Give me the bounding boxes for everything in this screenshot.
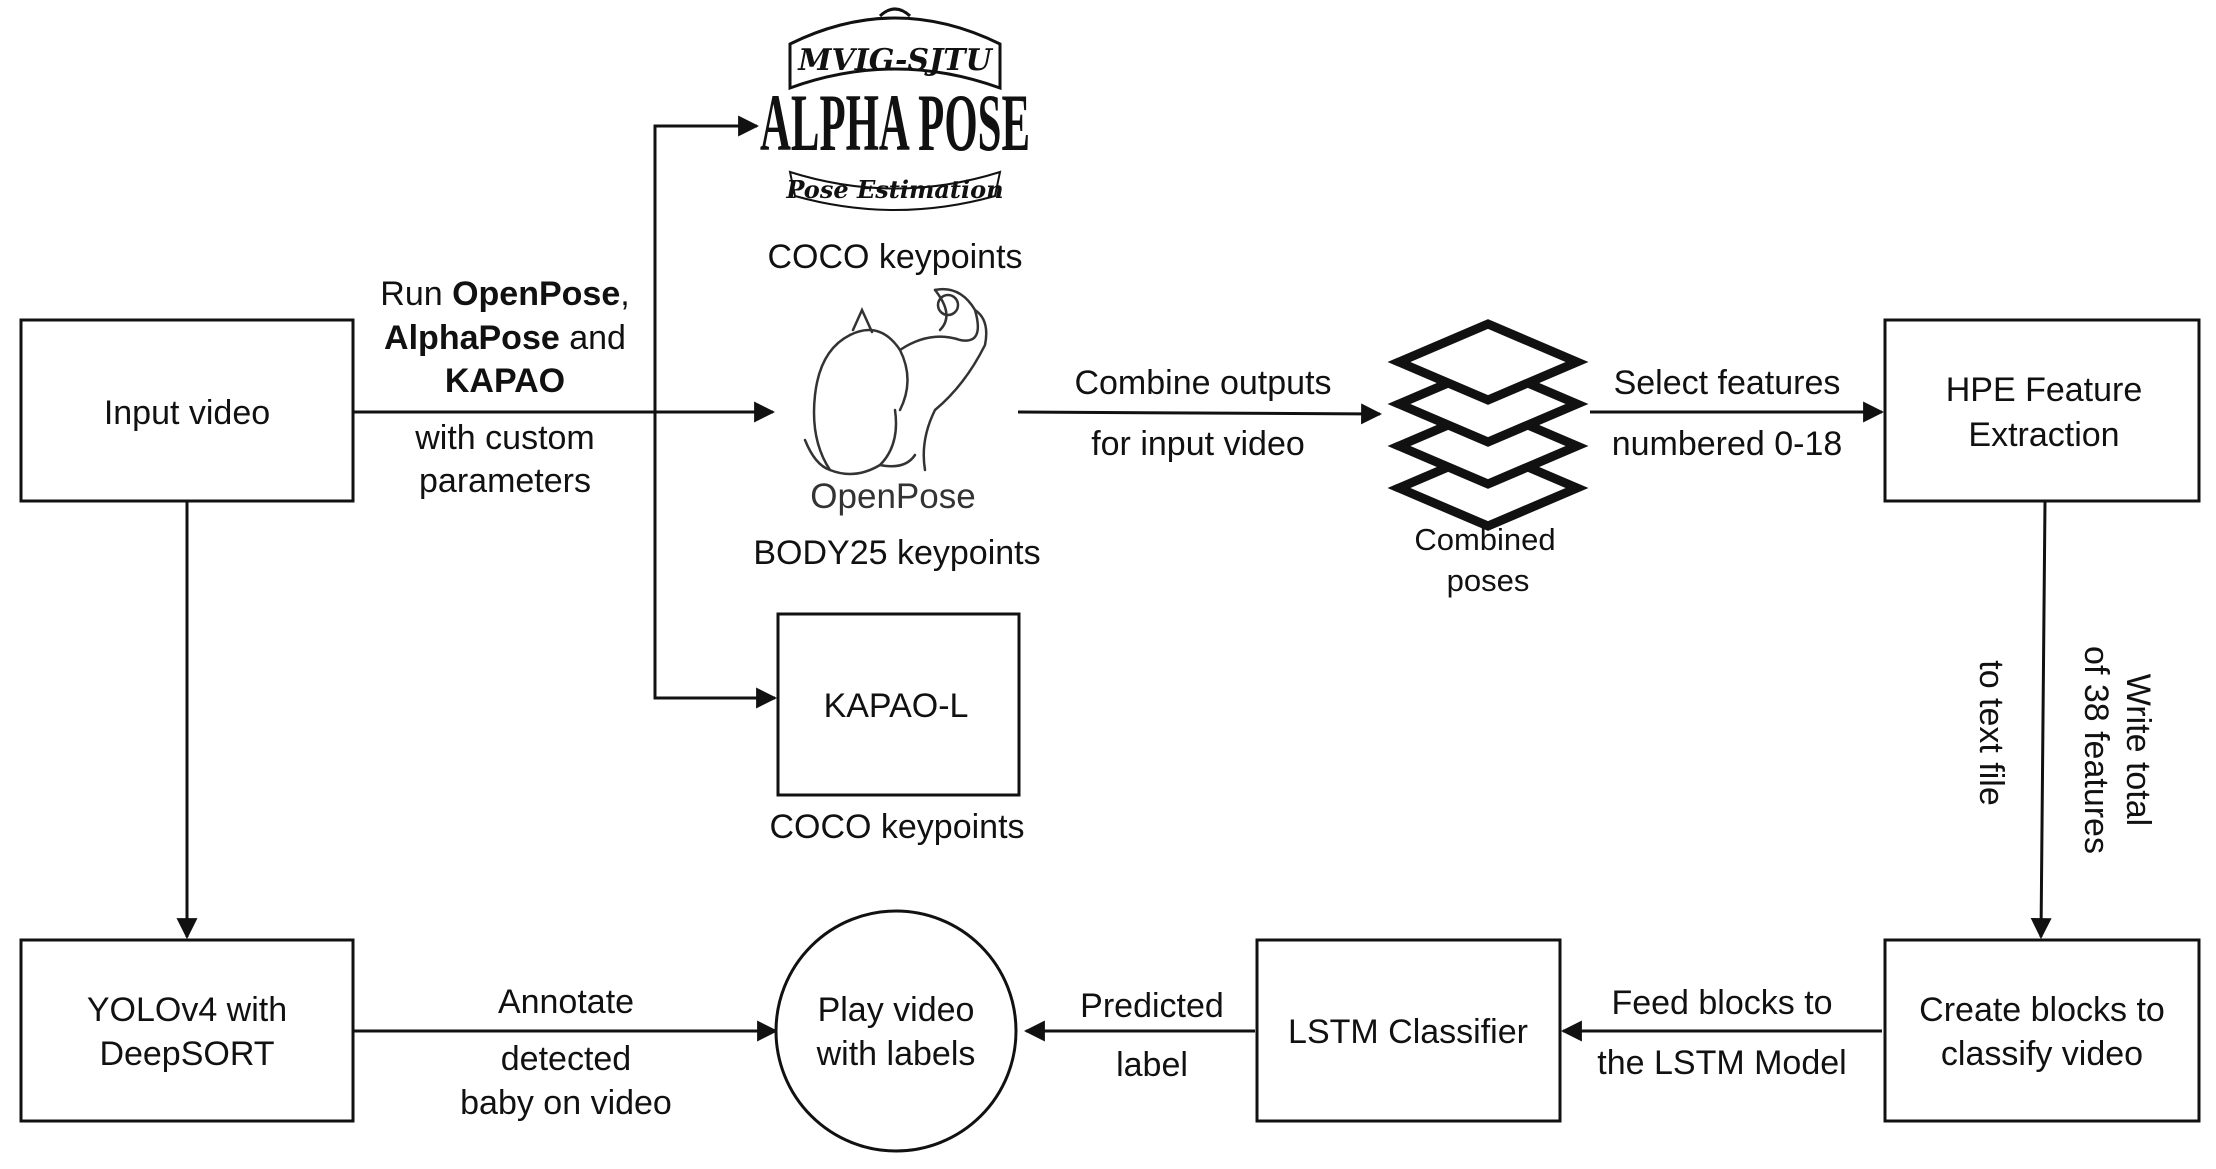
feed-label-line1: Feed blocks to (1611, 984, 1832, 1022)
combine-label-line2: for input video (1091, 425, 1305, 463)
edge-openpose-to-combined (1017, 403, 1383, 425)
alphapose-logo-top: MVIG-SJTU (797, 43, 993, 78)
create-blocks-line1: Create blocks to (1919, 991, 2165, 1029)
predicted-label-line2: label (1116, 1046, 1188, 1084)
run-label-and: and (560, 319, 626, 357)
hpe-line1: HPE Feature (1946, 371, 2143, 409)
node-yolo-deepsort[interactable]: YOLOv4 with DeepSORT (19, 938, 355, 1123)
edge-branch-to-kapao (653, 412, 778, 709)
run-label-alphapose: AlphaPose (384, 319, 560, 357)
feed-label: Feed blocks to the LSTM Model (1597, 984, 1846, 1082)
select-label-line2: numbered 0-18 (1612, 425, 1843, 463)
lstm-label: LSTM Classifier (1288, 1013, 1528, 1051)
write-label-line3: to text file (1972, 660, 2010, 806)
run-label-line5: parameters (419, 462, 591, 500)
annotate-label-line1: Annotate (498, 983, 634, 1021)
node-lstm-classifier[interactable]: LSTM Classifier (1255, 938, 1562, 1123)
write-label-line2: of 38 features (2077, 646, 2115, 854)
openpose-caption: BODY25 keypoints (753, 534, 1040, 572)
play-video-line2: with labels (816, 1035, 976, 1073)
openpose-logo: OpenPose (803, 287, 988, 516)
kapao-label: KAPAO-L (824, 687, 969, 725)
write-label: Write total of 38 features to text file (1972, 646, 2157, 854)
openpose-figure-icon (803, 287, 988, 476)
predicted-label: Predicted label (1080, 987, 1224, 1084)
combined-poses-line1: Combined (1414, 522, 1555, 557)
annotate-label-line3: baby on video (460, 1084, 672, 1122)
yolo-label-line1: YOLOv4 with (87, 991, 287, 1029)
run-label-comma: , (620, 275, 629, 313)
alphapose-logo: MVIG-SJTU ALPHA POSE Pose Estimation (760, 7, 1030, 211)
alphapose-caption: COCO keypoints (767, 238, 1022, 276)
combine-label-line1: Combine outputs (1074, 364, 1331, 402)
combined-poses-line2: poses (1447, 563, 1530, 598)
annotate-label: Annotate detected baby on video (460, 983, 672, 1122)
run-label-line4: with custom (414, 419, 595, 457)
svg-text:AlphaPose and: AlphaPose and (384, 319, 626, 357)
alphapose-logo-sub: Pose Estimation (785, 175, 1003, 204)
combined-poses-icon (1387, 319, 1589, 531)
input-video-label: Input video (104, 394, 270, 432)
node-kapao[interactable]: KAPAO-L (776, 612, 1021, 797)
create-blocks-line2: classify video (1941, 1035, 2143, 1073)
alphapose-logo-main: ALPHA POSE (760, 77, 1030, 168)
node-play-video[interactable]: Play video with labels (774, 909, 1018, 1153)
run-label-prefix: Run (380, 275, 452, 313)
play-video-line1: Play video (818, 991, 975, 1029)
edge-branch-to-alphapose (653, 115, 760, 412)
feed-label-line2: the LSTM Model (1597, 1044, 1846, 1082)
select-label-line1: Select features (1614, 364, 1841, 402)
hpe-line2: Extraction (1968, 416, 2119, 454)
run-label: Run OpenPose, AlphaPose and KAPAO with c… (380, 275, 629, 500)
svg-text:Run OpenPose,: Run OpenPose, (380, 275, 629, 313)
edge-hpe-to-blocks (2030, 500, 2052, 940)
edges (176, 115, 2052, 1042)
openpose-logo-text: OpenPose (810, 477, 975, 516)
node-hpe-feature-extraction[interactable]: HPE Feature Extraction (1883, 318, 2201, 503)
select-label: Select features numbered 0-18 (1612, 364, 1843, 463)
node-create-blocks[interactable]: Create blocks to classify video (1883, 938, 2201, 1123)
write-label-line1: Write total (2119, 674, 2157, 826)
yolo-label-line2: DeepSORT (99, 1035, 274, 1073)
run-label-openpose: OpenPose (452, 275, 620, 313)
run-label-kapao: KAPAO (445, 362, 565, 400)
annotate-label-line2: detected (501, 1040, 631, 1078)
kapao-caption: COCO keypoints (769, 808, 1024, 846)
node-input-video[interactable]: Input video (19, 318, 355, 503)
combine-label: Combine outputs for input video (1074, 364, 1331, 463)
predicted-label-line1: Predicted (1080, 987, 1224, 1025)
